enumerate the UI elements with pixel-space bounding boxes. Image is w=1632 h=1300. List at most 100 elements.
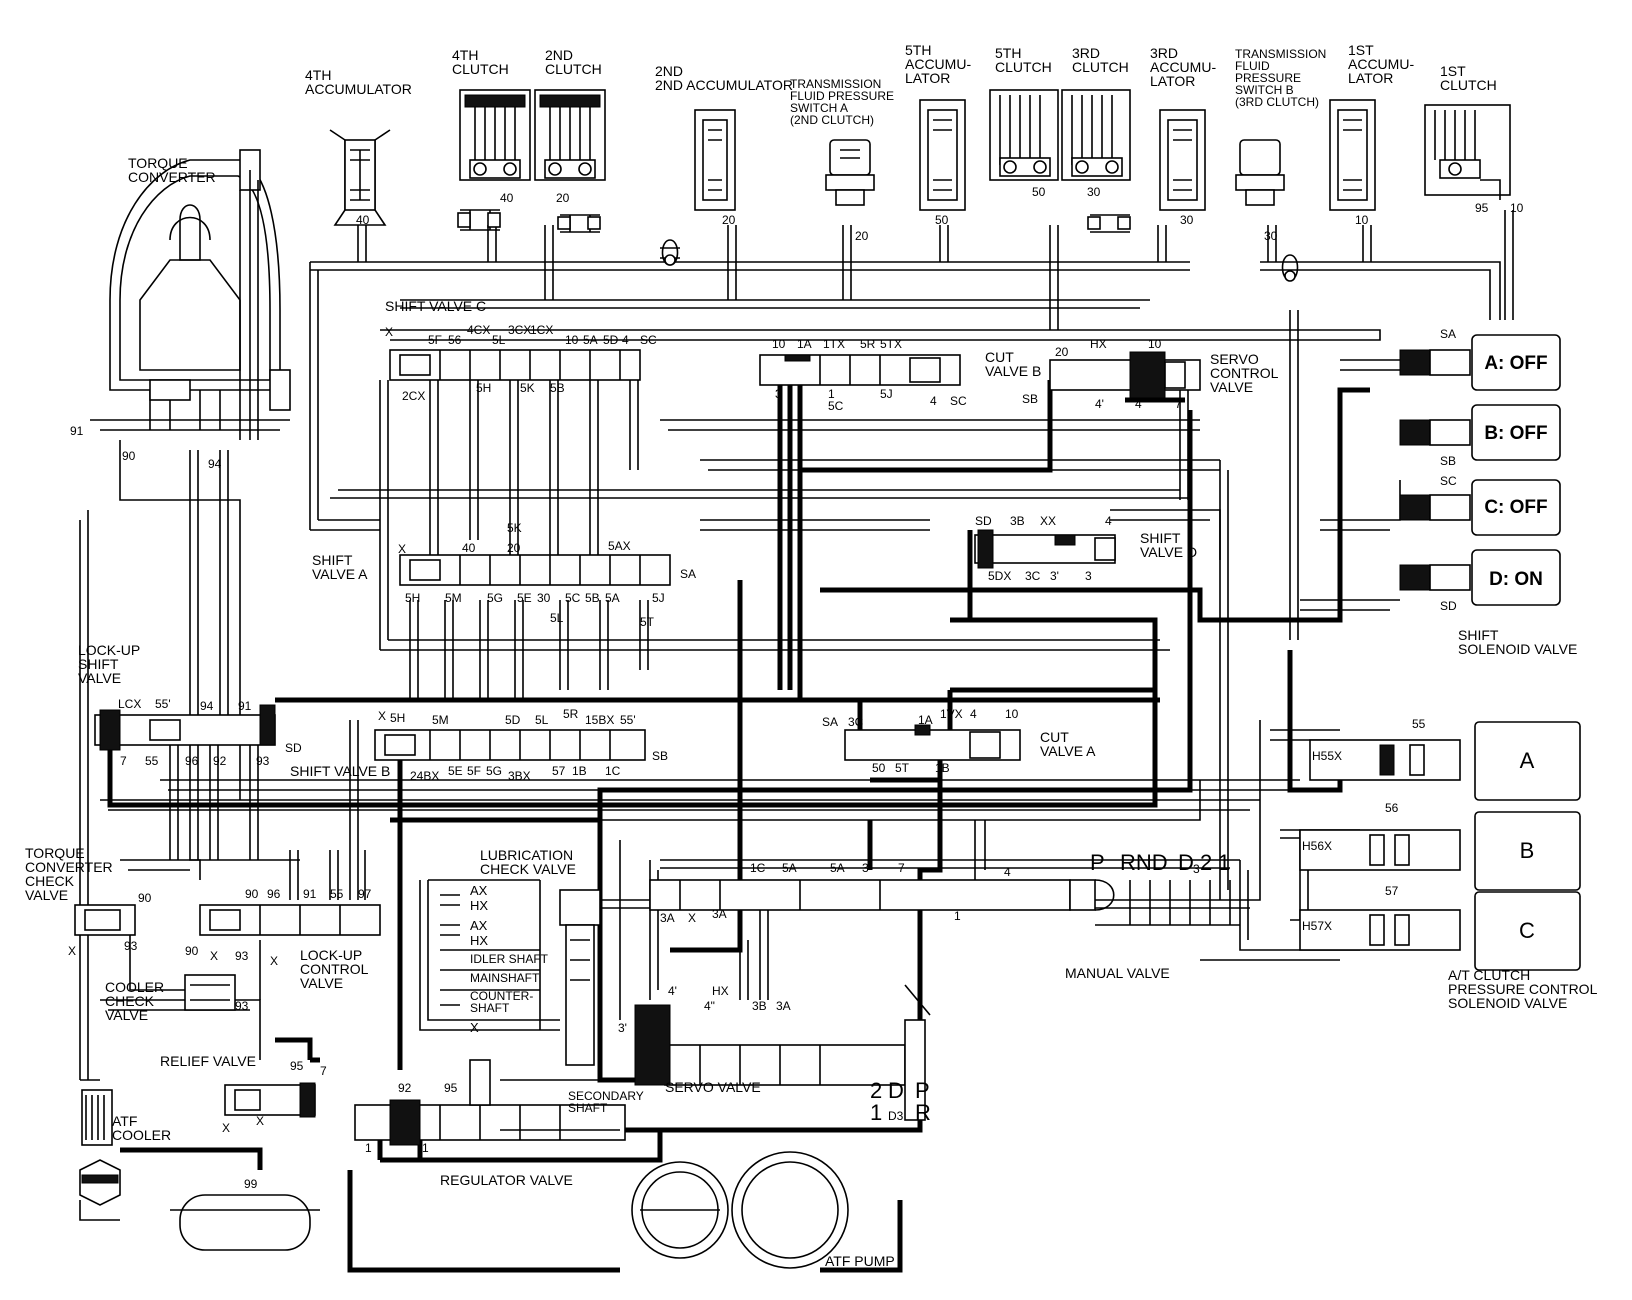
accumulator-2nd xyxy=(660,109,736,266)
port-svc-56: 56 xyxy=(448,333,462,347)
port-91: 91 xyxy=(70,424,84,438)
pcsv-b: B H56X 56 xyxy=(1299,801,1581,891)
port-cvb-5tx: 5TX xyxy=(880,337,902,351)
lube-port-mainshaft: MAINSHAFT xyxy=(470,971,540,985)
port-svd-3b: 3B xyxy=(1010,514,1025,528)
port-hx-servo: HX xyxy=(712,984,729,998)
hydraulic-lines-thick xyxy=(107,360,1370,1273)
port-svc-5f: 5F xyxy=(428,333,442,347)
lube-port-hx-2: HX xyxy=(470,933,488,948)
num-ps-a: 20 xyxy=(855,229,869,243)
port-cvb-sc: SC xyxy=(950,394,967,408)
port-svb-5g: 5G xyxy=(486,764,502,778)
lube-port-idler-shaft: IDLER SHAFT xyxy=(470,952,549,966)
port-sva-5k: 5K xyxy=(507,521,522,535)
port-3p-servo: 3' xyxy=(618,1021,627,1035)
accumulator-3rd xyxy=(1159,109,1206,211)
port-4pp-servo: 4" xyxy=(704,999,715,1013)
shift-solenoids: A: OFF SA B: OFF SB C: OFF SC D: ON SD xyxy=(1399,327,1561,613)
lockup-shift-valve xyxy=(94,704,276,751)
port-lsv-94: 94 xyxy=(200,699,214,713)
port-3a-mv: 3A xyxy=(660,911,675,925)
port-lsv-55p: 55' xyxy=(155,697,171,711)
port-svb-57: 57 xyxy=(552,764,566,778)
port-3a-mv2: 3A xyxy=(712,907,727,921)
num-1st-clutch-10: 10 xyxy=(1510,201,1524,215)
solenoid-b-label: B: OFF xyxy=(1484,423,1547,444)
port-sva-5c: 5C xyxy=(565,591,581,605)
num-4th-clutch: 40 xyxy=(500,191,514,205)
port-7-mv: 7 xyxy=(898,861,905,875)
port-svc-10: 10 xyxy=(565,333,579,347)
port-scv-sb: SB xyxy=(1022,392,1038,406)
port-sva-5a: 5A xyxy=(605,591,620,605)
port-svc-5h: 5H xyxy=(476,381,491,395)
port-svc-5a: 5A xyxy=(583,333,598,347)
label-manual-valve: MANUAL VALVE xyxy=(1065,965,1170,981)
label-servo-valve: SERVO VALVE xyxy=(665,1079,761,1095)
cut-valve-a xyxy=(844,724,1021,761)
num-ps-b: 30 xyxy=(1264,229,1278,243)
relief-valve xyxy=(224,1082,316,1118)
port-cvb-1a: 1A xyxy=(797,337,812,351)
port-lsv-91: 91 xyxy=(238,699,252,713)
port-svc-5b: 5B xyxy=(550,381,565,395)
lubrication-ports: AX HX AX HX IDLER SHAFT MAINSHAFT COUNTE… xyxy=(470,883,549,1035)
port-cvb-10: 10 xyxy=(772,337,786,351)
port-lcv-91: 91 xyxy=(303,887,317,901)
num-1st-acc: 10 xyxy=(1355,213,1369,227)
lever-r: R xyxy=(915,1100,931,1125)
lube-port-countershaft: COUNTER-SHAFT xyxy=(470,989,533,1015)
manual-pos-3: 3 xyxy=(1193,862,1200,876)
port-cva-1b: 1B xyxy=(935,761,950,775)
port-sva-5b: 5B xyxy=(585,591,600,605)
port-scv-hx: HX xyxy=(1090,337,1107,351)
port-svb-1c: 1C xyxy=(605,764,621,778)
solenoid-a-label: A: OFF xyxy=(1484,353,1547,374)
port-94: 94 xyxy=(208,457,222,471)
port-cva-5t: 5T xyxy=(895,761,910,775)
lever-p: P xyxy=(915,1078,930,1103)
port-lsv-93: 93 xyxy=(256,754,270,768)
port-cvb-1tx: 1TX xyxy=(823,337,845,351)
port-sva-5t: 5T xyxy=(640,615,655,629)
manual-pos-2: 2 xyxy=(1200,850,1212,875)
clutch-3rd xyxy=(1061,89,1131,233)
port-lcv-x: X xyxy=(210,949,218,963)
shift-valve-c xyxy=(389,349,641,381)
port-sva-5l: 5L xyxy=(550,611,564,625)
manual-pos-1: 1 xyxy=(1218,850,1230,875)
port-lsv-7: 7 xyxy=(120,754,127,768)
port-sva-5e: 5E xyxy=(517,591,532,605)
port-7-relief: 7 xyxy=(320,1064,327,1078)
port-sva-30: 30 xyxy=(537,591,551,605)
lube-port-hx-1: HX xyxy=(470,898,488,913)
port-svd-4: 4 xyxy=(1105,514,1112,528)
port-svb-3bx: 3BX xyxy=(508,769,531,783)
port-cva-4: 4 xyxy=(970,707,977,721)
solenoid-d: D: ON SD xyxy=(1399,549,1561,613)
port-svd-3c: 3C xyxy=(1025,569,1041,583)
port-scv-4p: 4' xyxy=(1095,397,1104,411)
port-x-relief-2: X xyxy=(256,1114,264,1128)
pcsv-c: C H57X 57 xyxy=(1299,884,1581,971)
num-5th-clutch: 50 xyxy=(1032,185,1046,199)
manual-valve xyxy=(649,879,1240,926)
lockup-control-valve xyxy=(199,904,381,936)
port-1-reg-b: 1 xyxy=(422,1141,429,1155)
pcsv-a: A H55X 55 xyxy=(1309,717,1581,801)
port-99: 99 xyxy=(244,1177,258,1191)
port-lcv-x2: X xyxy=(270,954,278,968)
